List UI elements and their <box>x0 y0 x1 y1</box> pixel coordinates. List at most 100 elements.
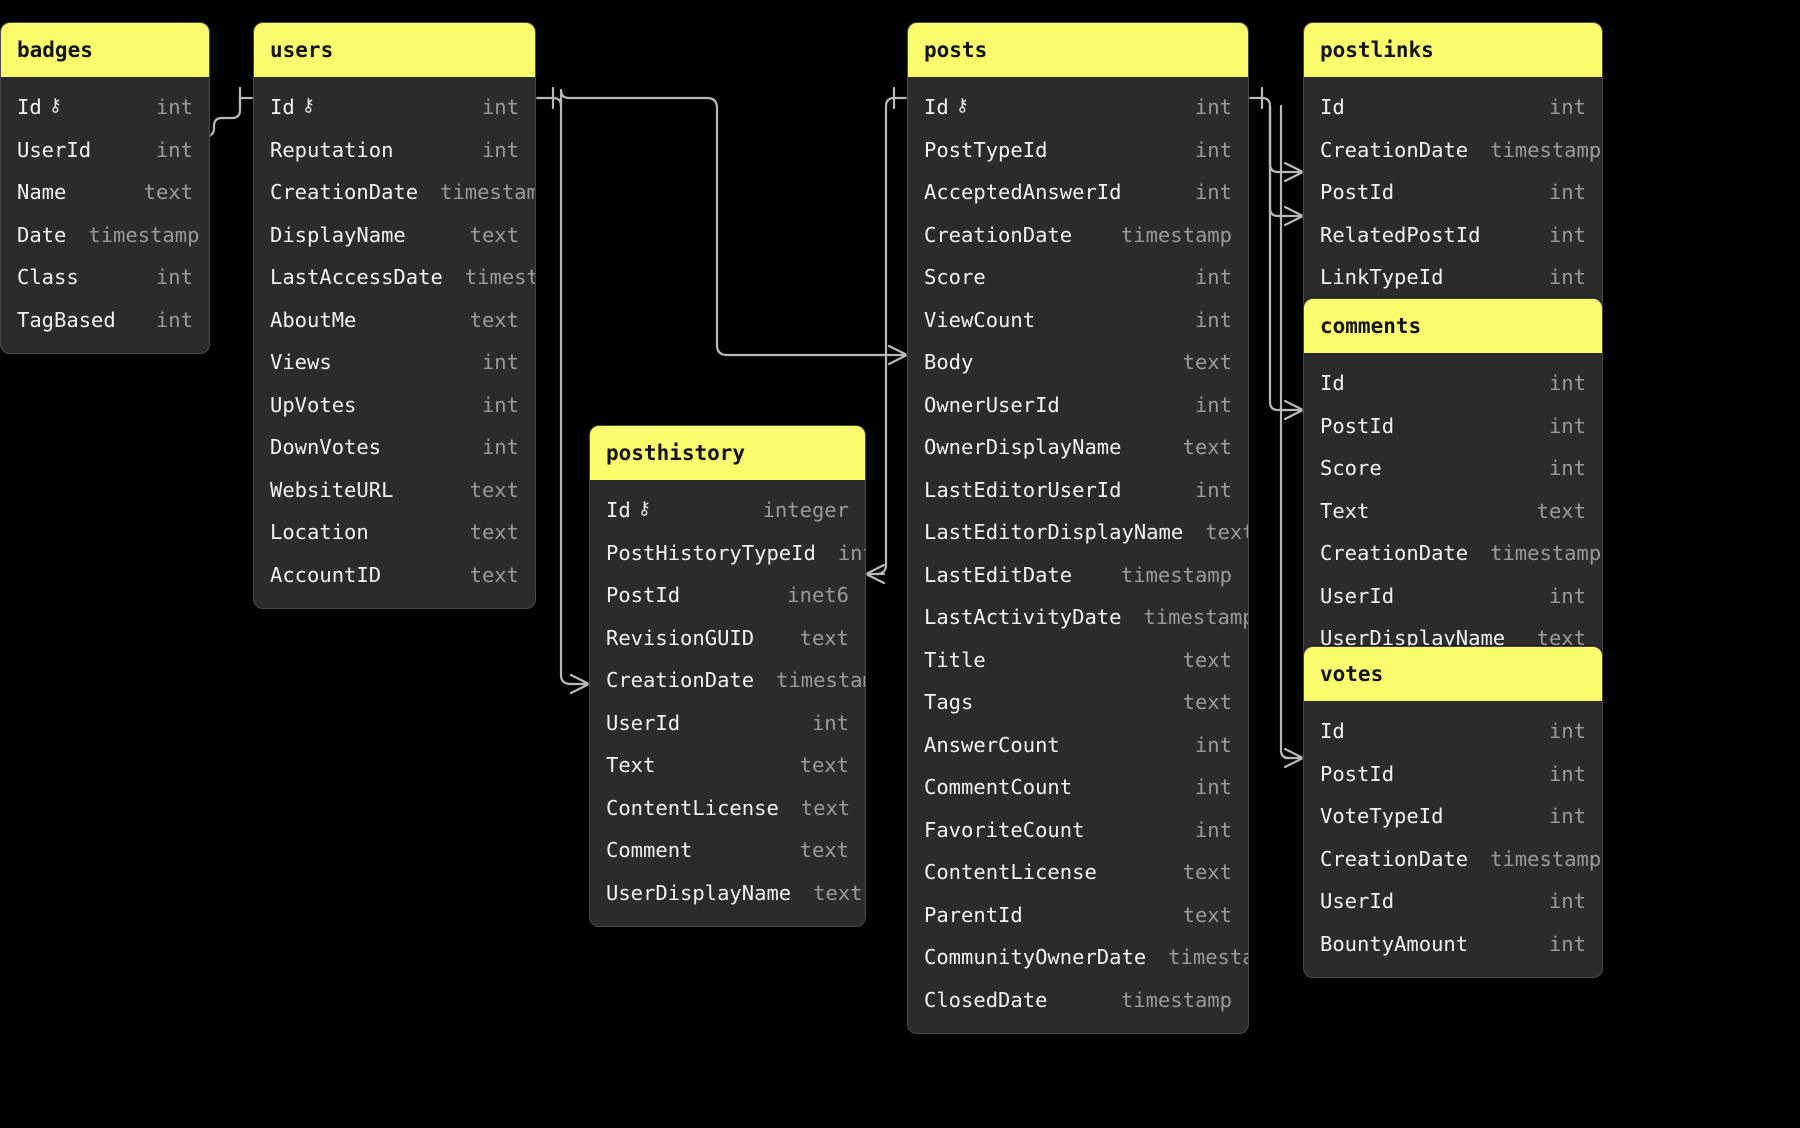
field-row[interactable]: Id⚷int <box>254 86 535 129</box>
field-name: LastEditDate <box>924 563 1072 587</box>
field-name: Id <box>1320 371 1345 395</box>
field-label: VoteTypeId <box>1320 804 1444 829</box>
field-type: int <box>1548 889 1586 914</box>
field-row[interactable]: Id⚷integer <box>590 489 865 532</box>
field-type: text <box>469 222 519 247</box>
field-row[interactable]: Id⚷int <box>908 86 1248 129</box>
field-row[interactable]: CommunityOwnerDatetimestamp <box>908 936 1248 979</box>
field-label: UpVotes <box>270 392 357 417</box>
field-label: CreationDate <box>606 668 755 693</box>
field-type: timestamp <box>1120 987 1232 1012</box>
field-row[interactable]: LastEditorDisplayNametext <box>908 511 1248 554</box>
field-row[interactable]: Id⚷int <box>1 86 209 129</box>
field-type: timestamp <box>440 180 535 205</box>
crow-postlinks-relatedpostid <box>1283 205 1305 227</box>
field-label: LinkTypeId <box>1320 265 1444 290</box>
field-row[interactable]: PostHistoryTypeIdint <box>590 532 865 575</box>
primary-key-icon: ⚷ <box>637 498 651 520</box>
field-name: CreationDate <box>1320 847 1468 871</box>
field-row[interactable]: LastAccessDatetimestamp <box>254 256 535 299</box>
field-label: Id <box>1320 95 1345 120</box>
field-row[interactable]: BountyAmount int <box>1304 923 1602 966</box>
field-label: AcceptedAnswerId <box>924 180 1122 205</box>
field-label: UserId <box>17 137 92 162</box>
field-name: Body <box>924 350 973 374</box>
field-label: WebsiteURL <box>270 477 394 502</box>
field-type: int <box>811 710 849 735</box>
field-type: int <box>481 95 519 120</box>
field-row[interactable]: VoteTypeId int <box>1304 795 1602 838</box>
field-label: LastActivityDate <box>924 605 1122 630</box>
field-type: int <box>1548 804 1586 829</box>
field-name: Id⚷ <box>17 95 62 119</box>
field-type: int <box>1548 931 1586 956</box>
field-label: BountyAmount <box>1320 931 1469 956</box>
